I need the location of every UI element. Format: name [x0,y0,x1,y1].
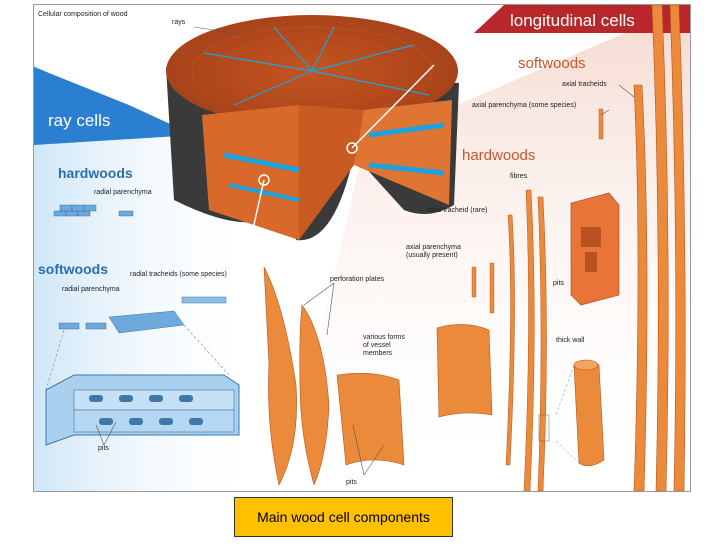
softwoods-left-heading: softwoods [38,261,108,277]
figure-title: Cellular composition of wood [38,11,128,18]
enlarged-ray-tracheid [45,324,240,446]
softwood-ray-cells [58,296,227,334]
wood-log [166,15,459,241]
longitudinal-cells-banner-label: longitudinal cells [510,11,635,30]
pits-right-label: pits [553,280,564,287]
thick-wall-label: thick wall [556,337,585,344]
diagram-artwork [34,5,690,491]
ray-cells-banner-label: ray cells [48,111,111,130]
hardwoods-left-heading: hardwoods [58,165,133,181]
longitudinal-banner [474,5,690,33]
radial-tracheids-label: radial tracheids (some species) [130,271,227,278]
caption-box: Main wood cell components [234,497,453,537]
radial-parenchyma-softwood-label: radial parenchyma [62,286,120,293]
pits-left-label: pits [98,445,109,452]
fibres-label: fibres [510,173,528,180]
hardwood-longitudinal-cells [471,108,620,491]
rays-label: rays [172,19,186,26]
pits-bottom-label: pits [346,479,357,486]
wood-diagram: Cellular composition of wood ray cells l… [33,4,691,492]
softwoods-right-heading: softwoods [518,55,586,72]
axial-tracheids-label: axial tracheids [562,81,607,88]
ray-cells-banner [34,67,194,145]
hardwoods-right-heading: hardwoods [462,147,536,164]
hardwood-ray-cells [53,204,134,217]
vessel-members-label: various forms of vessel members [363,334,406,357]
perforation-plates-label: perforation plates [330,276,385,283]
radial-parenchyma-hardwood-label: radial parenchyma [94,189,152,196]
vessel-members [263,266,493,486]
axial-parenchyma-some-label: axial parenchyma (some species) [472,102,577,109]
axial-parenchyma-usually-label: axial parenchyma (usually present) [406,244,461,259]
axial-tracheid-rare-label: axial tracheid (rare) [427,207,488,214]
softwood-axial-tracheids [600,5,686,491]
